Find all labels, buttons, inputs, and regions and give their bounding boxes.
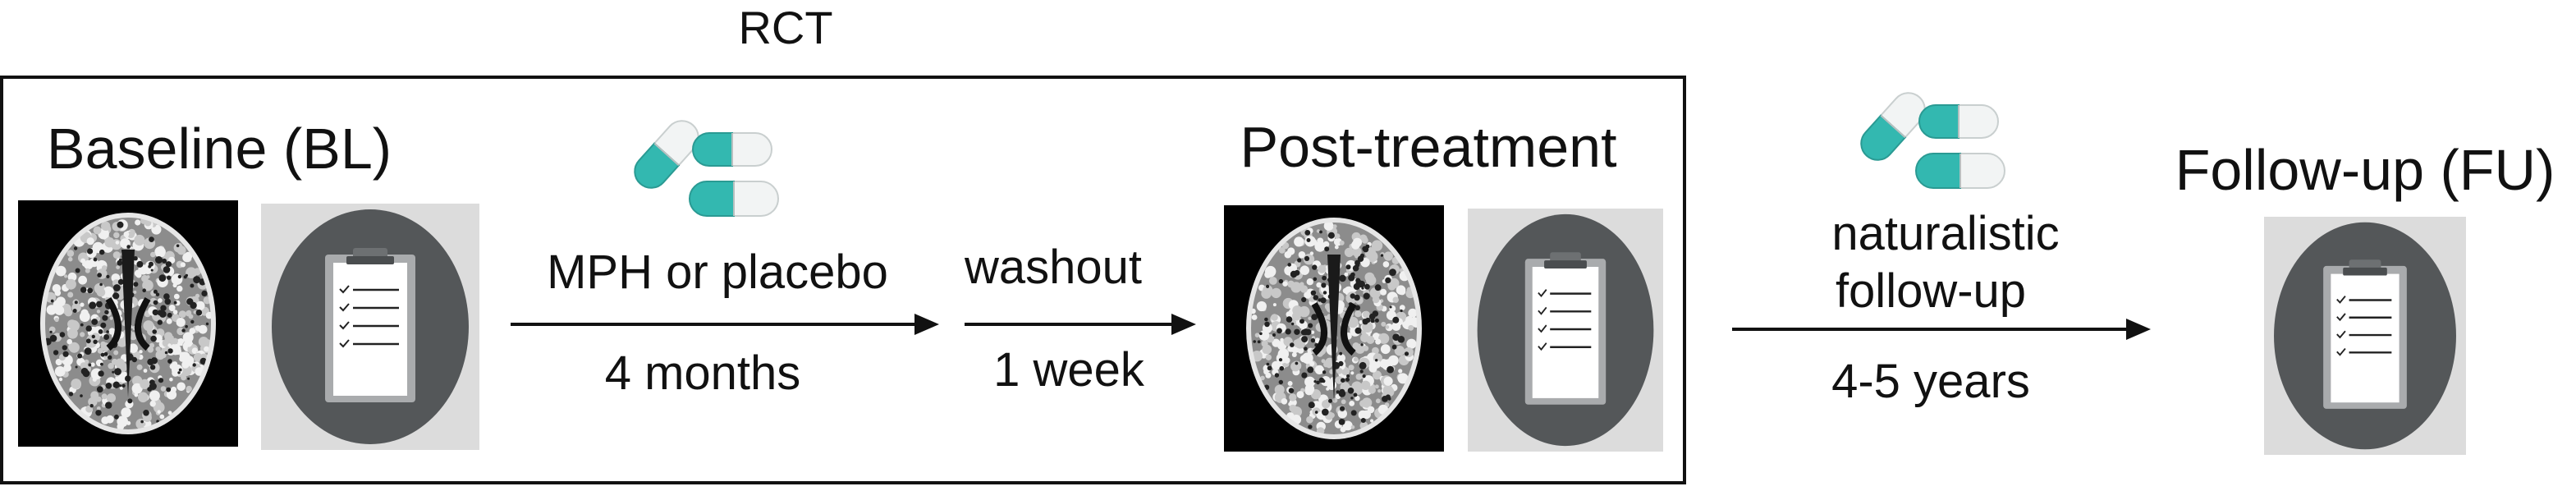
- naturalistic-arrow: [1732, 317, 2151, 342]
- clipboard-icon: [1468, 209, 1663, 452]
- rct-frame: [0, 76, 1686, 484]
- washout-top-label: washout: [964, 241, 1143, 294]
- post-treatment-label: Post-treatment: [1240, 115, 1617, 179]
- brain-mri-icon: [1224, 205, 1444, 452]
- treatment-arrow: [511, 312, 939, 337]
- rct-title: RCT: [738, 2, 833, 53]
- follow-up-line-label: follow-up: [1835, 264, 2027, 318]
- naturalistic-bottom-label: 4-5 years: [1831, 355, 2030, 408]
- washout-bottom-label: 1 week: [993, 343, 1144, 397]
- follow-up-label: Follow-up (FU): [2175, 138, 2555, 202]
- pills-icon: [1845, 85, 2010, 200]
- baseline-label: Baseline (BL): [46, 117, 392, 181]
- treatment-top-label: MPH or placebo: [547, 246, 888, 299]
- washout-arrow: [965, 312, 1196, 337]
- pills-icon: [619, 113, 783, 228]
- brain-mri-icon: [18, 200, 238, 447]
- clipboard-icon: [261, 204, 479, 450]
- treatment-bottom-label: 4 months: [604, 346, 801, 400]
- naturalistic-label: naturalistic: [1831, 207, 2060, 260]
- clipboard-icon: [2264, 217, 2466, 455]
